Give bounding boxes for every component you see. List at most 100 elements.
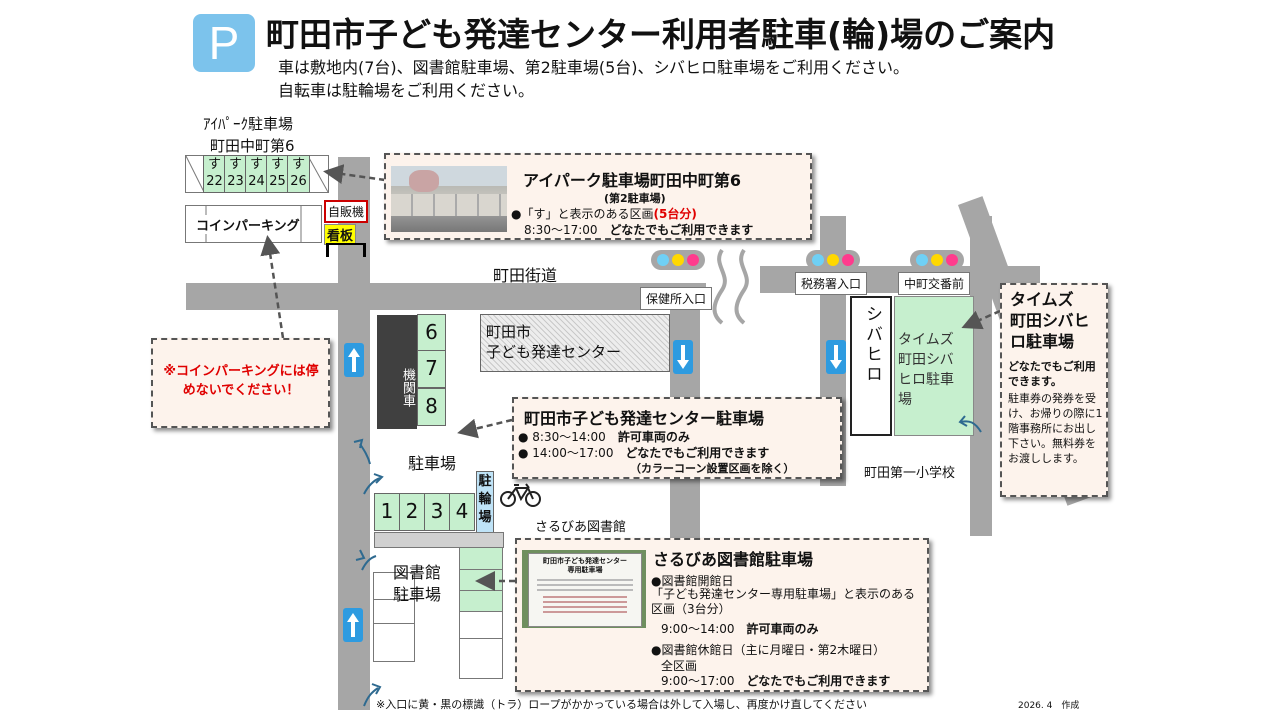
parking-stall-1: 1: [374, 493, 400, 531]
parking-stall-2: 2: [399, 493, 425, 531]
parking-lot-label: 駐車場: [408, 454, 457, 473]
subtitle-line-2: 自転車は駐輪場をご利用ください。: [278, 81, 535, 100]
library-callout-title: さるびあ図書館駐車場: [653, 550, 814, 569]
down-arrow-icon: [673, 340, 693, 374]
signboard-label: 看板: [324, 224, 357, 245]
library-closed-day: ●図書館休館日（主に月曜日・第2木曜日）: [651, 643, 886, 657]
su-stall: す 26: [287, 155, 310, 193]
zeimusho-entrance-label: 税務署入口: [795, 272, 868, 295]
su-number: 22: [206, 174, 223, 189]
ipark-label-1: ｱｲﾊﾟｰｸ駐車場: [203, 115, 294, 133]
machine-room: 機関車: [377, 315, 417, 429]
ipark-time-text: どなたでもご利用できます: [609, 223, 754, 237]
up-arrow-icon: [344, 343, 364, 377]
library-closed-text: どなたでもご利用できます: [746, 674, 891, 688]
su-label: す: [270, 157, 284, 172]
road-machida-kaido-left: [186, 283, 706, 310]
ipark-callout-title: アイパーク駐車場町田中町第6: [523, 171, 742, 190]
library-sign-photo: 町田市子ども発達センター 専用駐車場: [522, 550, 646, 628]
road-break-mark: [712, 248, 749, 325]
ipark-callout: アイパーク駐車場町田中町第6 (第2駐車場) ●「す」と表示のある区画(5台分)…: [384, 153, 812, 240]
curved-entry-arrow-times: [958, 415, 982, 433]
center-time-1: ● 8:30～14:00: [518, 430, 606, 444]
signboard-legs: [326, 243, 366, 257]
parking-stall-8: 8: [417, 388, 446, 426]
times-lot-label: タイムズ 町田シバ ヒロ駐車 場: [898, 332, 954, 408]
page-title: 町田市子ども発達センター利用者駐車(輪)場のご案内: [266, 15, 1056, 54]
su-number: 26: [290, 174, 307, 189]
library-parking-left-stalls: [373, 572, 415, 662]
library-closed-time-row: 9:00～17:00 どなたでもご利用できます: [661, 672, 890, 689]
center-building-label: 町田市 子ども発達センター: [486, 323, 622, 361]
created-date: 2026. 4 作成: [1018, 701, 1080, 711]
parking-p-icon: P: [193, 14, 255, 72]
ipark-callout-line2: 8:30～17:00 どなたでもご利用できます: [524, 221, 753, 238]
parking-stall-6: 6: [417, 314, 446, 352]
center-callout-title: 町田市子ども発達センター駐車場: [524, 409, 765, 428]
su-label: す: [249, 157, 263, 172]
library-parking-right-stalls: [459, 547, 503, 679]
up-arrow-icon: [343, 608, 363, 642]
ipark-empty-stall-lines: [186, 156, 328, 192]
su-stall: す 25: [266, 155, 289, 193]
nakamachi-koban-label: 中町交番前: [898, 272, 971, 295]
ipark-callout-line1: ●「す」と表示のある区画(5台分): [511, 205, 697, 222]
times-lot-area: [894, 296, 974, 436]
center-text-2: どなたでもご利用できます: [625, 446, 770, 460]
shibahiro-block: [850, 296, 892, 436]
curved-entry-arrows: [353, 438, 384, 707]
center-callout-line1: ● 8:30～14:00 許可車両のみ: [518, 428, 690, 445]
library-open-time-row: 9:00～14:00 許可車両のみ: [661, 620, 819, 637]
school-label: 町田第一小学校: [864, 466, 956, 481]
su-label: す: [291, 157, 305, 172]
shibahiro-label: シバヒロ: [862, 305, 882, 385]
center-callout: 町田市子ども発達センター駐車場 ● 8:30～14:00 許可車両のみ ● 14…: [512, 397, 842, 479]
ipark-photo: [391, 166, 507, 232]
su-number: 25: [269, 174, 286, 189]
library-parking-label: 図書館 駐車場: [393, 563, 442, 604]
su-label: す: [228, 157, 242, 172]
coin-parking-warning: ※コインパーキングには停めないでください！: [151, 338, 330, 428]
subtitle-line-1: 車は敷地内(7台)、図書館駐車場、第2駐車場(5台)、シバヒロ駐車場をご利用くだ…: [278, 58, 910, 77]
su-number: 23: [227, 174, 244, 189]
bike-parking-label: 駐輪場: [476, 471, 494, 533]
center-building: [480, 314, 670, 372]
times-callout: タイムズ 町田シバヒ ロ駐車場 どなたでもご利用できます。 駐車券の発券を受け、…: [1000, 283, 1108, 497]
ipark-line1-text: ●「す」と表示のある区画: [511, 207, 654, 221]
times-callout-bold: どなたでもご利用できます。: [1008, 360, 1096, 388]
hokenjo-entrance-label: 保健所入口: [640, 287, 713, 310]
center-callout-line2: ● 14:00～17:00 どなたでもご利用できます: [518, 444, 769, 461]
coin-parking-label: コインパーキング: [196, 215, 300, 234]
sarubia-library-label: さるびあ図書館: [535, 520, 627, 535]
ipark-line1-count: (5台分): [653, 207, 697, 221]
library-open-time: 9:00～14:00: [661, 622, 735, 636]
library-building-strip: [374, 532, 504, 548]
library-open-day: ●図書館開館日: [651, 574, 734, 588]
footer-note: ※入口に黄・黒の標識（トラ）ロープがかかっている場合は外して入場し、再度かけ直し…: [376, 698, 868, 711]
coin-parking-lot: コインパーキング: [185, 205, 322, 243]
library-closed-area: 全区画: [661, 659, 698, 673]
library-open-text: 許可車両のみ: [746, 622, 819, 636]
library-closed-time: 9:00～17:00: [661, 674, 735, 688]
vending-machine-label: 自販機: [324, 200, 369, 223]
library-open-desc: 「子ども発達センター専用駐車場」と表示のある区画（3台分）: [651, 587, 916, 616]
center-time-2: ● 14:00～17:00: [518, 446, 614, 460]
times-callout-text: 駐車券の発券を受け、お帰りの際に1階事務所にお出し下さい。無料券をお渡しします。: [1008, 392, 1103, 465]
bicycle-icon: [500, 483, 541, 507]
center-callout-line3: （カラーコーン設置区画を除く）: [630, 462, 795, 475]
ipark-label-2: 町田中町第6: [210, 137, 295, 155]
road-vertical-far-right: [970, 216, 992, 536]
parking-stall-4: 4: [449, 493, 475, 531]
ipark-time: 8:30～17:00: [524, 223, 598, 237]
parking-stall-3: 3: [424, 493, 450, 531]
times-callout-title: タイムズ 町田シバヒ ロ駐車場: [1010, 290, 1090, 351]
ipark-callout-subtitle: (第2駐車場): [604, 192, 666, 205]
coin-parking-warning-text: ※コインパーキングには停めないでください！: [163, 364, 319, 398]
center-text-1: 許可車両のみ: [617, 430, 690, 444]
traffic-light-hokenjo: [651, 250, 705, 270]
library-sign-title: 町田市子ども発達センター 専用駐車場: [543, 557, 627, 574]
traffic-light-zeimusho: [806, 250, 860, 270]
su-stall: す 23: [224, 155, 247, 193]
